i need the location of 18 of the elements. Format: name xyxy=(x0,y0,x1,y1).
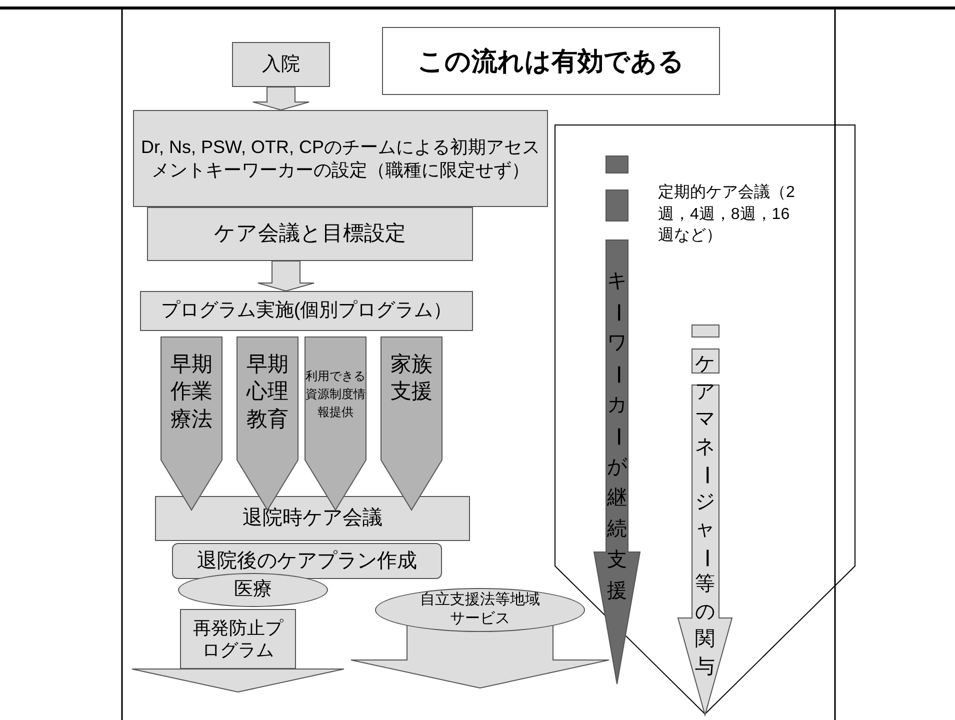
block-arrow xyxy=(252,86,310,111)
pentagon-box: 早期作業療法 xyxy=(161,337,222,510)
ellipse-node: 医療 xyxy=(178,573,328,607)
pentagon-outline xyxy=(555,125,855,714)
ellipse-node: 自立支援法等地域サービス xyxy=(375,588,585,632)
block-arrow xyxy=(258,260,314,292)
process-box: プログラム実施(個別プログラム） xyxy=(140,291,473,331)
block-arrow xyxy=(132,668,344,693)
process-box: 退院時ケア会議 xyxy=(155,496,470,541)
note-text: 定期的ケア会議（2週，4週，8週，16週など） xyxy=(658,182,796,246)
process-box: 再発防止プログラム xyxy=(180,609,296,669)
process-box: 入院 xyxy=(232,42,330,87)
process-box: ケア会議と目標設定 xyxy=(147,207,473,261)
process-box: 退院後のケアプラン作成 xyxy=(172,543,442,579)
title-box: この流れは有効である xyxy=(382,27,720,95)
process-box: Dr, Ns, PSW, OTR, CPのチームによる初期アセスメントキーワーカーの設定（職種に限定せず） xyxy=(133,110,548,207)
block-arrow xyxy=(350,624,610,689)
pentagon-box: 家族支援 xyxy=(381,337,442,510)
